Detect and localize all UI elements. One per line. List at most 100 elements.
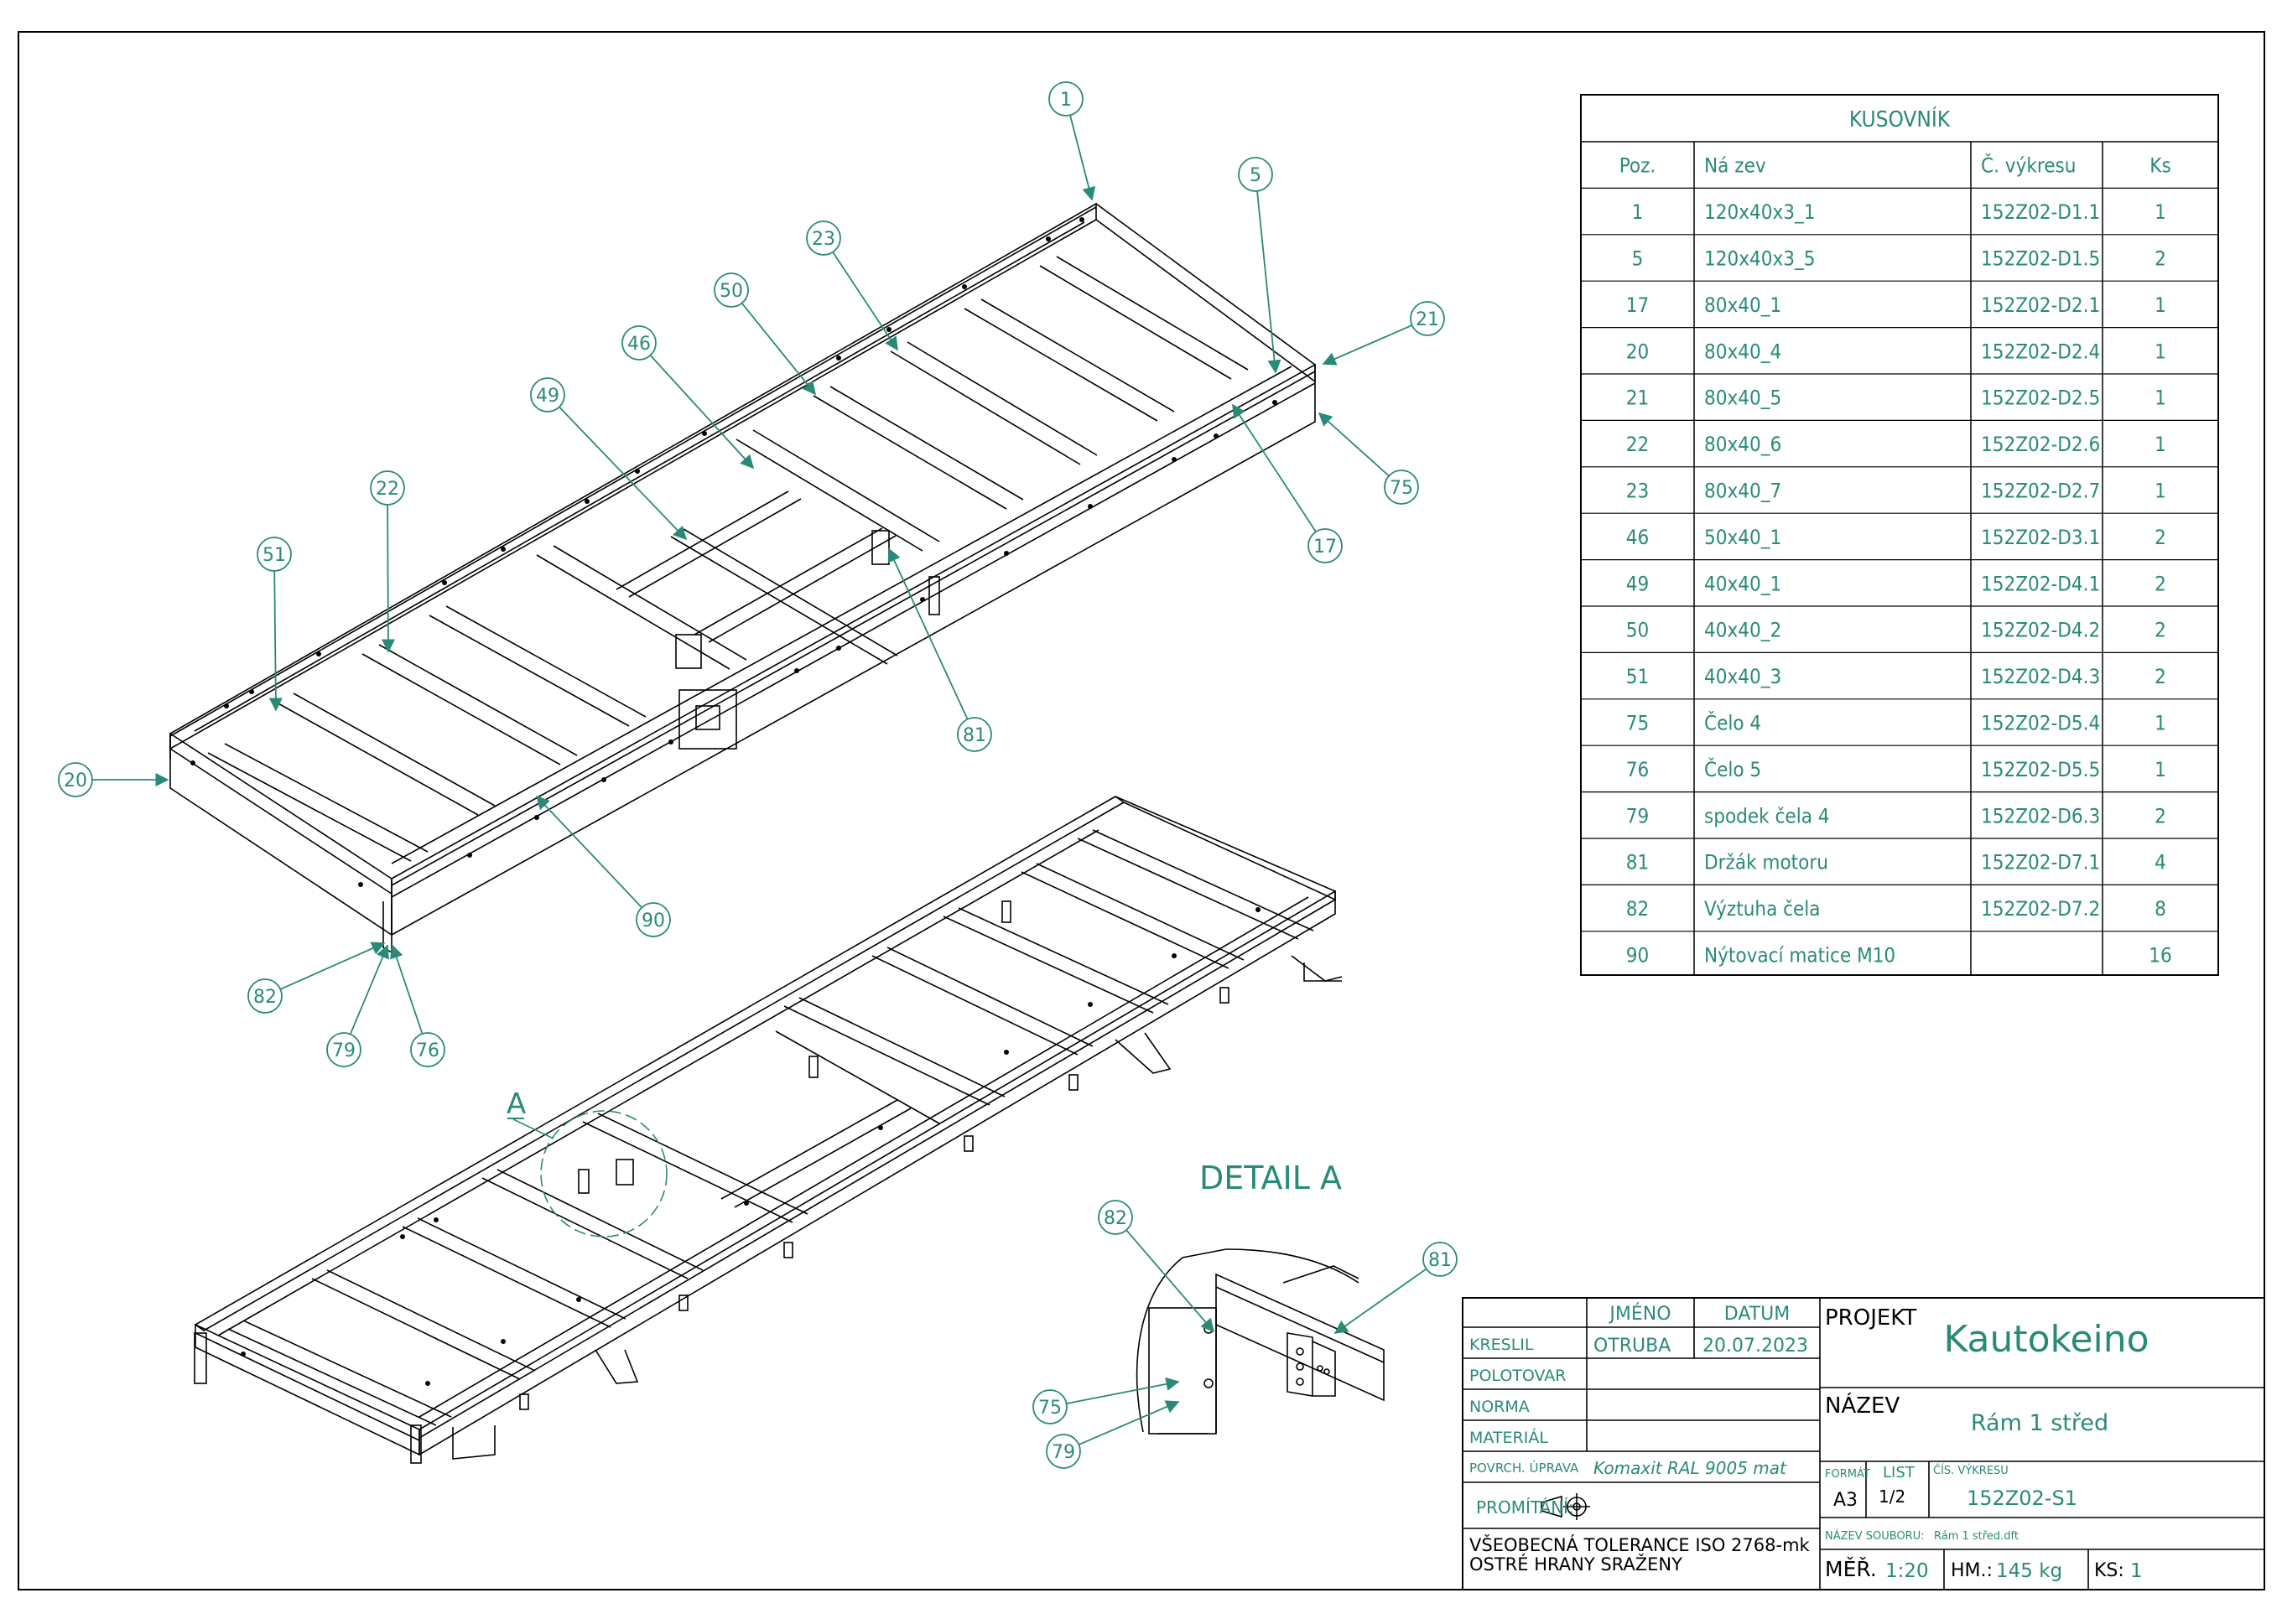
bom-cell: 82 [1626, 897, 1649, 921]
balloon-label: 21 [1416, 309, 1439, 330]
bom-cell: 1 [2155, 433, 2166, 456]
bolt-holes-bottom [241, 907, 1261, 1386]
balloon-leader [887, 547, 969, 720]
bom-cell: 21 [1626, 387, 1649, 410]
bom-header-cell: Ná zev [1704, 154, 1766, 178]
tb-hm-label: HM.: [1951, 1560, 1993, 1581]
balloon-label: 51 [263, 545, 286, 566]
detail-a-label: A [507, 1087, 526, 1121]
sheet-border [18, 31, 2265, 1590]
balloon-circle [1238, 157, 1273, 192]
bom-cell: 152Z02-D7.2 [1981, 897, 2100, 921]
balloon-leader [559, 406, 688, 541]
tb-mer-value: 1:20 [1885, 1560, 1929, 1582]
balloon-leader [1079, 1400, 1180, 1445]
bom-cell: 1 [2155, 293, 2166, 317]
bom-header-cell: Poz. [1619, 154, 1656, 178]
balloon-label: 20 [64, 770, 87, 791]
bom-cell: 152Z02-D4.2 [1981, 619, 2100, 642]
bom-cell: 20 [1626, 340, 1649, 363]
bom-cell: 1 [2155, 758, 2166, 781]
balloon-leader [268, 570, 283, 712]
title-block-text: JMÉNO DATUM KRESLIL OTRUBA 20.07.2023 PO… [1469, 1303, 2149, 1582]
bom-cell: 2 [2155, 804, 2166, 828]
balloon-circle [1410, 301, 1445, 336]
balloon-circle [370, 470, 405, 506]
tb-cis-label: ČÍS. VÝKRESU [1933, 1464, 2009, 1477]
bom-cell: 4 [2155, 851, 2166, 874]
bom-cell: 152Z02-D2.5 [1981, 387, 2100, 410]
balloon-label: 81 [963, 725, 986, 746]
bom-cell: 76 [1626, 758, 1649, 781]
balloon-circle [806, 221, 841, 256]
bom-cell: 23 [1626, 480, 1649, 503]
tb-projekt-value: Kautokeino [1943, 1318, 2149, 1361]
balloon-circle [621, 325, 657, 361]
balloon-leader [1322, 324, 1413, 366]
balloon-label: 90 [642, 911, 665, 931]
bom-cell: 120x40x3_1 [1704, 200, 1815, 224]
tb-row-norma: NORMA [1469, 1398, 1530, 1416]
bom-cell: 1 [2155, 480, 2166, 503]
bom-cell: 90 [1626, 944, 1649, 968]
bom-cell: Držák motoru [1704, 851, 1828, 874]
tb-ks-label: KS: [2094, 1560, 2124, 1581]
balloon-leader [535, 795, 642, 909]
tb-row-material: MATERIÁL [1469, 1428, 1548, 1447]
bom-cell: 2 [2155, 526, 2166, 549]
balloon-label: 82 [253, 987, 277, 1008]
balloon-label: 75 [1038, 1398, 1062, 1419]
bom-cell: Nýtovací matice M10 [1704, 944, 1895, 968]
bom-cell: 2 [2155, 665, 2166, 688]
bom-cell: 50x40_1 [1704, 526, 1781, 549]
balloon-circle [257, 537, 292, 572]
bom-cell: spodek čela 4 [1704, 804, 1830, 828]
bom-cell: 81 [1626, 851, 1649, 874]
tb-row-polotovar: POLOTOVAR [1469, 1367, 1566, 1385]
detail-a-leader [512, 1118, 554, 1139]
balloon-leader [832, 252, 898, 351]
bom-cell: 80x40_5 [1704, 387, 1781, 410]
detail-title: DETAIL A [1199, 1160, 1342, 1196]
bom-cell: 152Z02-D2.7 [1981, 480, 2100, 503]
bom-cell: 1 [2155, 712, 2166, 735]
balloon-leader [649, 355, 755, 470]
balloon-label: 76 [416, 1040, 439, 1061]
bom-cell: 50 [1626, 619, 1649, 642]
bom-header-cell: Č. výkresu [1981, 153, 2076, 178]
balloon-circle [1422, 1242, 1458, 1277]
bom-cell: 46 [1626, 526, 1649, 549]
balloon-leader [1125, 1229, 1215, 1333]
balloon-circle [1384, 470, 1419, 505]
tb-nazev-label: NÁZEV [1825, 1392, 1900, 1419]
bom-cell: 40x40_3 [1704, 665, 1781, 688]
tb-ks-value: 1 [2130, 1560, 2143, 1582]
tb-promitani: PROMÍTÁNÍ: [1476, 1497, 1574, 1518]
balloon-leader [1069, 115, 1096, 201]
bom-cell: 152Z02-D2.6 [1981, 433, 2100, 456]
bom-cell: 80x40_1 [1704, 293, 1781, 317]
bom-cell: 51 [1626, 665, 1649, 688]
tb-kreslil-name: OTRUBA [1593, 1336, 1671, 1357]
balloon-leader [1256, 190, 1281, 374]
bom-cell: Výztuha čela [1704, 897, 1821, 921]
tb-list-value: 1/2 [1879, 1487, 1905, 1507]
tb-col-datum: DATUM [1724, 1304, 1790, 1325]
bom-cell: 80x40_7 [1704, 480, 1781, 503]
balloon-circle [1046, 1434, 1081, 1469]
balloon-leader [741, 303, 817, 396]
balloon-circle [326, 1032, 361, 1067]
bom-cell: 79 [1626, 804, 1649, 828]
balloon-circle [1048, 81, 1084, 117]
bom-cell: 75 [1626, 712, 1649, 735]
bom-cell: 152Z02-D1.5 [1981, 247, 2100, 271]
bom-cell: 152Z02-D6.3 [1981, 804, 2100, 828]
tb-povrch-value: Komaxit RAL 9005 mat [1593, 1458, 1787, 1478]
balloon-circle [247, 978, 283, 1014]
balloon-label: 22 [376, 479, 399, 500]
tb-format-value: A3 [1833, 1490, 1858, 1511]
balloon-leader [349, 944, 389, 1035]
balloon-leader [390, 944, 424, 1035]
balloon-label: 82 [1104, 1208, 1127, 1229]
